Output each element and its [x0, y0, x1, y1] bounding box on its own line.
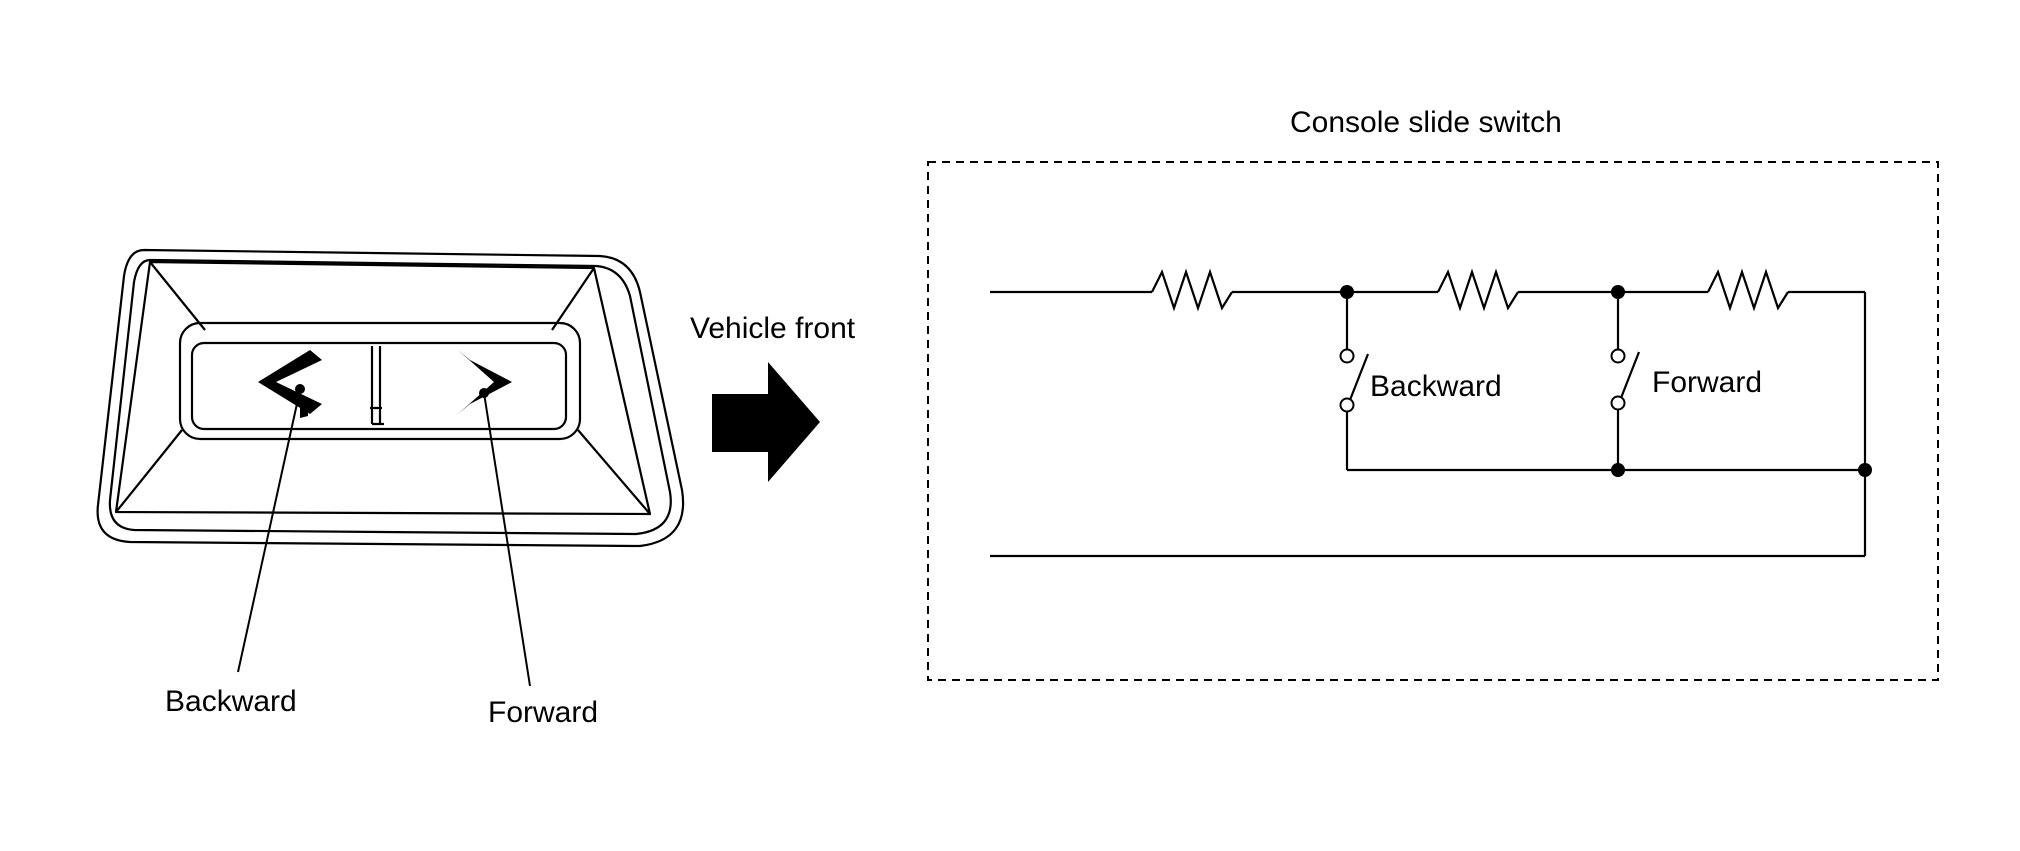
switch-leader-lines: [237, 384, 531, 687]
bezel-corner-line: [115, 429, 183, 513]
forward-label: Forward: [488, 696, 598, 729]
forward-leader-dot: [479, 388, 489, 398]
switch-contacts: [1339, 348, 1626, 413]
backward-leader-dot: [295, 384, 305, 394]
switch-illustration: [96, 248, 685, 548]
bezel-corner-line: [149, 261, 206, 331]
vehicle-front-label: Vehicle front: [690, 312, 856, 345]
circuit-forward-label: Forward: [1652, 366, 1762, 399]
junction-dot: [1340, 285, 1354, 299]
junction-dots: [1340, 285, 1872, 477]
forward-leader-line: [483, 392, 531, 687]
junction-dot: [1858, 463, 1872, 477]
forward-switch-contact-bottom: [1610, 395, 1626, 411]
resistor-2: [1437, 268, 1519, 312]
switch-housing-inner: [108, 258, 672, 536]
backward-chevron-icon: [258, 350, 322, 418]
circuit-boundary: [927, 161, 1939, 681]
backward-switch-blade: [1348, 353, 1370, 401]
junction-dot: [1611, 463, 1625, 477]
backward-leader-line: [237, 389, 301, 673]
backward-label: Backward: [165, 685, 297, 718]
resistor-1: [1151, 268, 1233, 312]
switch-housing-outer: [96, 248, 685, 548]
arrow-right-icon: [712, 362, 820, 482]
circuit-backward-label: Backward: [1370, 370, 1502, 403]
backward-switch-contact-top: [1339, 348, 1355, 364]
circuit-title: Console slide switch: [1290, 106, 1562, 139]
bezel-corner-line: [551, 267, 595, 331]
junction-dot: [1611, 285, 1625, 299]
switch-recess-outer: [178, 321, 582, 441]
switch-recess-inner: [190, 341, 568, 431]
circuit-wiring: [990, 268, 1867, 558]
resistor-3: [1707, 268, 1789, 312]
bezel-corner-line: [577, 429, 651, 515]
backward-switch-contact-bottom: [1339, 397, 1355, 413]
switch-center-divider: [370, 346, 384, 426]
forward-switch-contact-top: [1610, 348, 1626, 364]
forward-switch-blade: [1619, 351, 1641, 399]
switch-bezel: [114, 260, 652, 516]
